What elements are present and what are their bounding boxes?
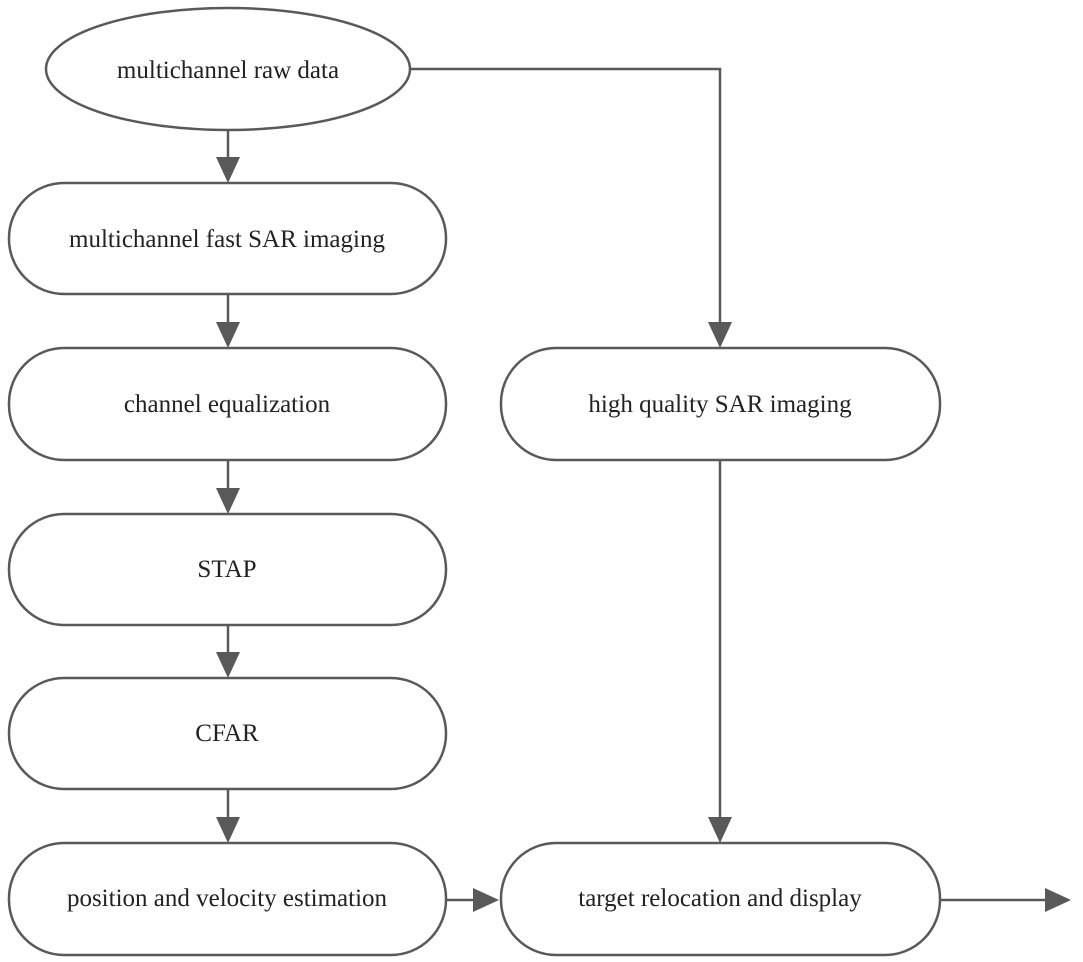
edges <box>216 67 1071 912</box>
edge-fast-imaging-to-channel-eq <box>216 294 240 348</box>
node-raw-data-label: multichannel raw data <box>117 57 339 84</box>
node-fast-imaging-label: multichannel fast SAR imaging <box>69 226 385 253</box>
edge-raw-to-fast-imaging <box>216 130 240 183</box>
node-cfar-shape <box>7 676 448 791</box>
node-relocation-shape <box>499 841 942 957</box>
node-stap-label: STAP <box>197 556 256 583</box>
node-channel-eq: channel equalization <box>7 346 448 462</box>
node-hq-imaging-label: high quality SAR imaging <box>588 391 852 418</box>
node-cfar-label: CFAR <box>195 720 259 747</box>
edge-pos-vel-to-relocation <box>447 888 499 912</box>
node-pos-vel-label: position and velocity estimation <box>67 885 388 912</box>
node-pos-vel-shape <box>7 841 448 957</box>
node-fast-imaging-shape <box>7 181 448 296</box>
node-channel-eq-shape <box>7 346 448 462</box>
node-stap: STAP <box>7 512 448 627</box>
node-relocation-label: target relocation and display <box>578 885 862 912</box>
node-channel-eq-label: channel equalization <box>124 391 331 418</box>
edge-cfar-to-pos-vel <box>216 789 240 843</box>
node-hq-imaging-shape <box>499 346 942 462</box>
edge-stap-to-cfar <box>216 625 240 678</box>
node-hq-imaging: high quality SAR imaging <box>499 346 942 462</box>
node-pos-vel: position and velocity estimation <box>7 841 448 957</box>
edge-channel-eq-to-stap <box>216 460 240 514</box>
node-cfar: CFAR <box>7 676 448 791</box>
node-fast-imaging: multichannel fast SAR imaging <box>7 181 448 296</box>
edge-hq-imaging-to-relocation <box>708 460 732 843</box>
edge-relocation-to-output <box>940 888 1071 912</box>
node-relocation: target relocation and display <box>499 841 942 957</box>
edge-raw-to-hq-imaging <box>410 67 732 348</box>
node-stap-shape <box>7 512 448 627</box>
node-raw-data: multichannel raw data <box>44 6 412 132</box>
node-raw-data-shape <box>44 6 412 132</box>
